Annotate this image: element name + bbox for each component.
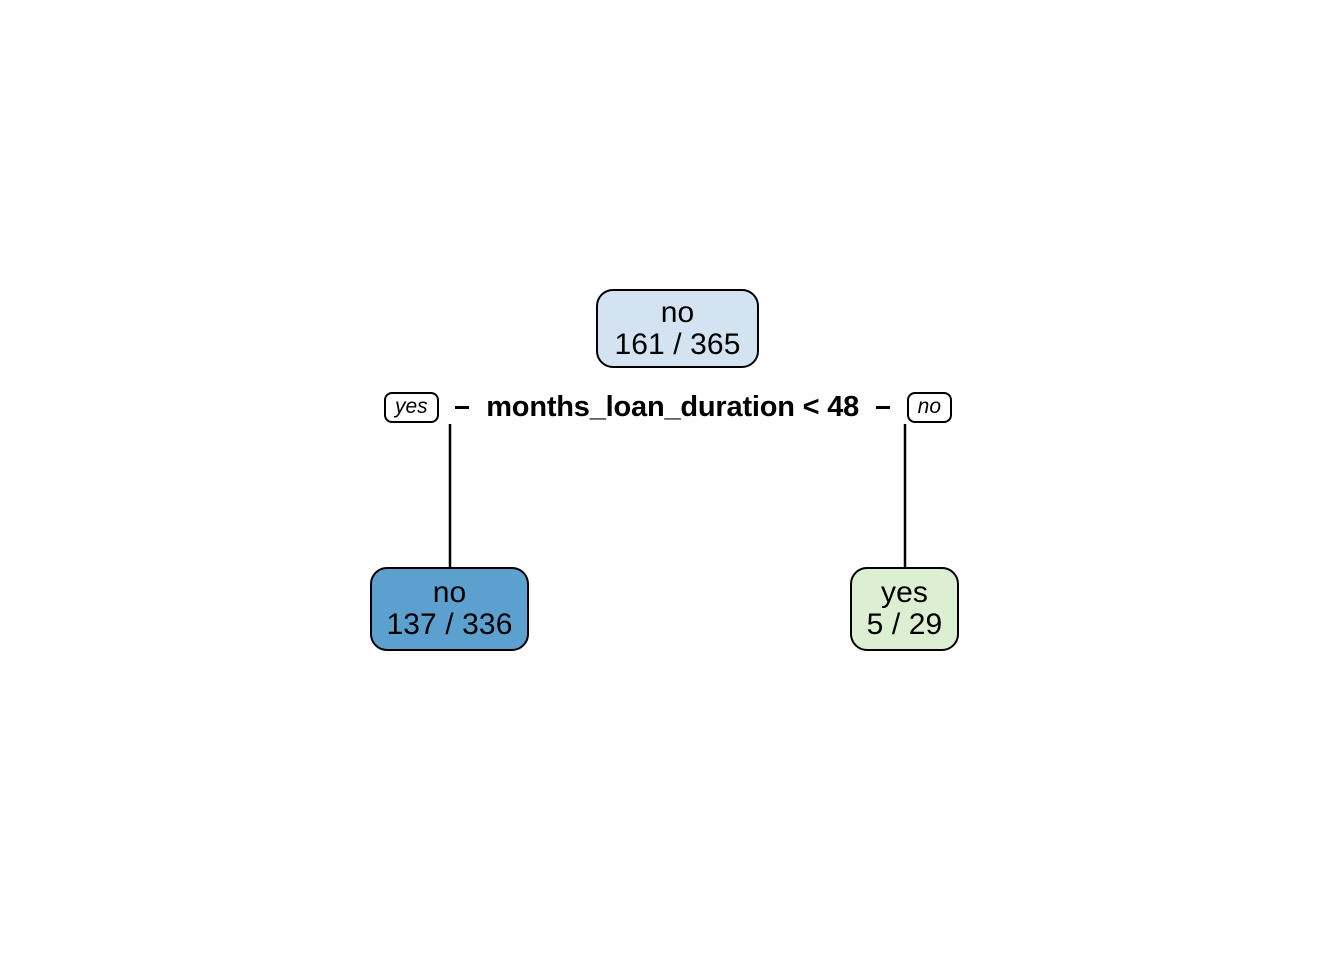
- tree-node-leaf-right: yes 5 / 29: [850, 567, 959, 651]
- tree-node-leaf-left: no 137 / 336: [370, 567, 529, 651]
- tree-node-root: no 161 / 365: [596, 289, 759, 368]
- split-row: yes months_loan_duration < 48 no: [384, 389, 952, 426]
- leaf-right-class-label: yes: [881, 576, 928, 610]
- branch-label-yes: yes: [384, 392, 439, 423]
- leaf-right-counts: 5 / 29: [866, 608, 943, 641]
- leaf-left-class-label: no: [432, 576, 467, 610]
- root-node-class-label: no: [660, 295, 695, 329]
- branch-label-no: no: [906, 392, 952, 423]
- branch-connector-left: [455, 406, 470, 409]
- leaf-left-counts: 137 / 336: [386, 608, 513, 641]
- branch-connector-right: [875, 406, 890, 409]
- split-condition-label: months_loan_duration < 48: [486, 391, 860, 423]
- root-node-counts: 161 / 365: [614, 327, 741, 361]
